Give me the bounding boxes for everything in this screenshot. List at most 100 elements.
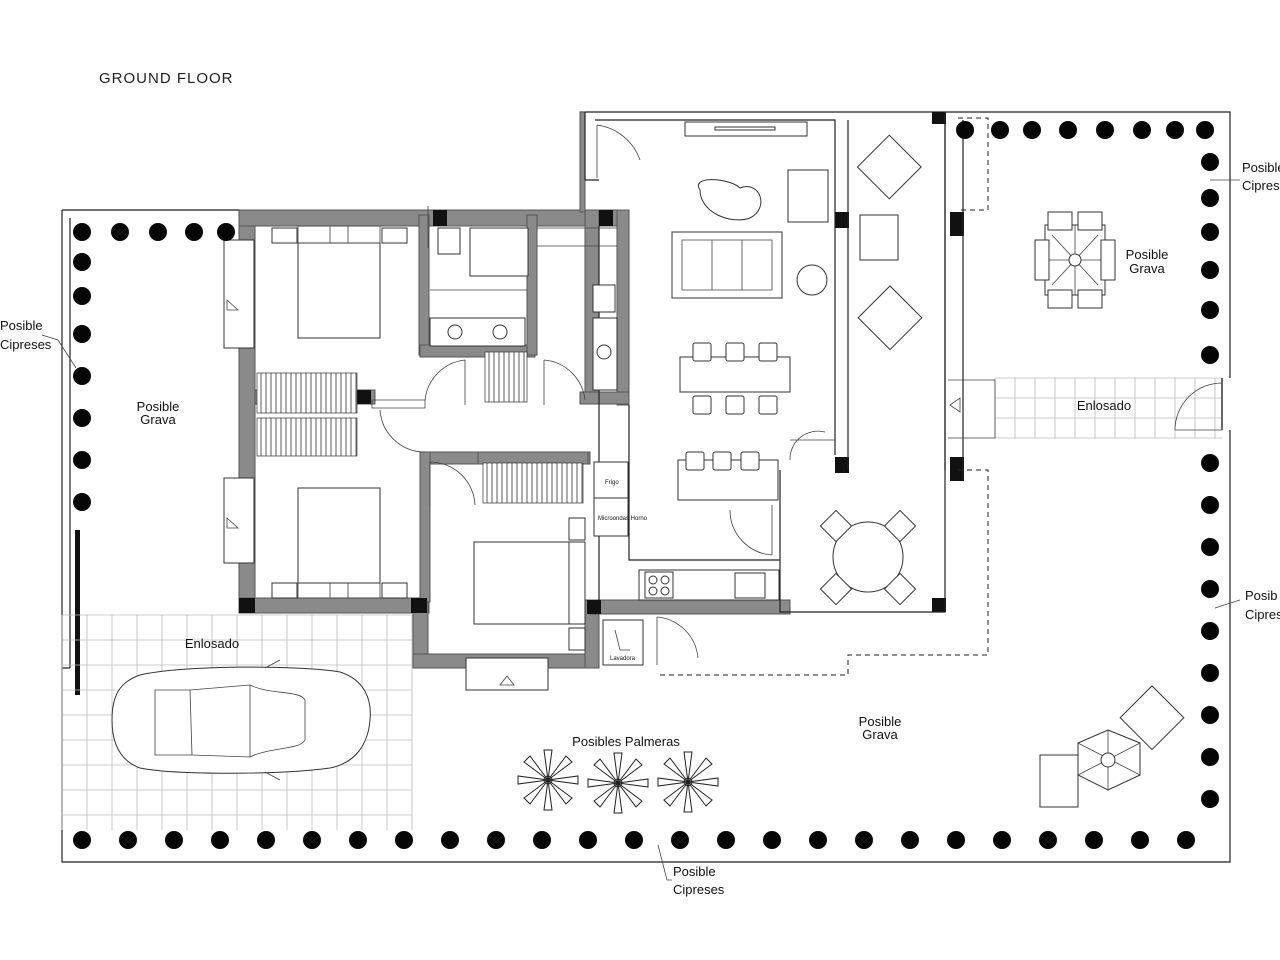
doors — [371, 124, 1223, 665]
cypress-icon — [1059, 121, 1077, 139]
gravel-label-bottom: Posible — [859, 714, 902, 729]
cypress-icon — [1201, 580, 1219, 598]
cypress-icon — [956, 121, 974, 139]
cypress-icon — [1201, 622, 1219, 640]
cypress-icon — [73, 223, 91, 241]
cypress-icon — [1201, 538, 1219, 556]
living-room — [671, 169, 829, 415]
cypress-icon — [119, 831, 137, 849]
cypress-icon — [671, 831, 689, 849]
cypress-icon — [73, 493, 91, 511]
cypress-label-bottom-2: Cipreses — [673, 882, 725, 897]
leader-lines — [41, 179, 1241, 881]
cypress-icon — [991, 121, 1009, 139]
gravel-label-left-2: Grava — [140, 412, 176, 427]
cypress-icon — [73, 409, 91, 427]
bathroom-1 — [429, 227, 529, 347]
cypress-icon — [73, 287, 91, 305]
bedroom-3-bed — [473, 517, 586, 651]
cypress-icon — [1201, 454, 1219, 472]
structural-columns — [239, 112, 964, 614]
cypress-icon — [1166, 121, 1184, 139]
gravel-label-left: Posible — [137, 399, 180, 414]
cypress-icon — [1201, 790, 1219, 808]
cypress-icon — [73, 325, 91, 343]
annotations: Posible Cipreses Posible Cipres Posib Ci… — [0, 160, 1280, 897]
cypress-label-right-2: Cipres — [1245, 607, 1280, 622]
cypress-icon — [1085, 831, 1103, 849]
cypress-icon — [165, 831, 183, 849]
cypress-icon — [1096, 121, 1114, 139]
cypress-icon — [1201, 301, 1219, 319]
cypress-icon — [1023, 121, 1041, 139]
cypress-icon — [901, 831, 919, 849]
cypress-label-right: Posib — [1245, 588, 1278, 603]
paving-label-right: Enlosado — [1077, 398, 1131, 413]
cypress-icon — [1201, 496, 1219, 514]
plan-title: GROUND FLOOR — [99, 70, 234, 87]
fridge-label: Frigo — [605, 480, 619, 486]
paving-label-left: Enlosado — [185, 636, 239, 651]
cypress-icon — [73, 451, 91, 469]
cypress-icon — [1201, 189, 1219, 207]
cypress-icon — [1201, 261, 1219, 279]
cypress-icon — [1039, 831, 1057, 849]
cypress-icon — [257, 831, 275, 849]
laundry-room — [602, 619, 644, 666]
cypress-label-bottom: Posible — [673, 864, 716, 879]
bedroom-2-bed — [271, 487, 408, 599]
cypress-icon — [1131, 831, 1149, 849]
cypress-icon — [947, 831, 965, 849]
cypress-icon — [441, 831, 459, 849]
bathroom-2 — [537, 227, 618, 391]
cypress-icon — [1201, 706, 1219, 724]
kitchen — [593, 451, 780, 601]
cypress-icon — [533, 831, 551, 849]
cypress-icon — [73, 367, 91, 385]
windows — [223, 239, 996, 691]
patio-umbrellas-bottom-right — [1039, 685, 1185, 808]
cypress-trees — [73, 121, 1219, 849]
patio-table-top-right — [1034, 211, 1116, 309]
cypress-icon — [395, 831, 413, 849]
cypress-icon — [1177, 831, 1195, 849]
cypress-icon — [73, 831, 91, 849]
cypress-icon — [855, 831, 873, 849]
fireplace — [684, 121, 808, 137]
laundry-label: Lavadora — [610, 656, 636, 662]
cypress-icon — [1201, 153, 1219, 171]
cypress-icon — [993, 831, 1011, 849]
gravel-label-bottom-2: Grava — [862, 727, 898, 742]
cypress-icon — [487, 831, 505, 849]
cypress-icon — [1201, 664, 1219, 682]
bedroom-1-bed — [271, 225, 408, 339]
cypress-icon — [1133, 121, 1151, 139]
cypress-icon — [211, 831, 229, 849]
cypress-icon — [809, 831, 827, 849]
cypress-icon — [717, 831, 735, 849]
gravel-label-top-right: Posible — [1126, 247, 1169, 262]
palm-trees — [517, 749, 719, 814]
porch-furniture — [819, 134, 923, 606]
cypress-label-left: Posible — [0, 318, 43, 333]
wardrobes — [256, 351, 584, 504]
cypress-icon — [763, 831, 781, 849]
cypress-icon — [625, 831, 643, 849]
cypress-icon — [349, 831, 367, 849]
microwave-label: Microondas Horno — [598, 516, 648, 522]
cypress-icon — [579, 831, 597, 849]
cypress-icon — [1201, 748, 1219, 766]
cypress-icon — [217, 223, 235, 241]
cypress-icon — [111, 223, 129, 241]
cypress-icon — [185, 223, 203, 241]
cypress-icon — [149, 223, 167, 241]
gravel-label-top-right-2: Grava — [1129, 261, 1165, 276]
cypress-icon — [1201, 223, 1219, 241]
cypress-icon — [1201, 346, 1219, 364]
palms-label: Posibles Palmeras — [572, 734, 680, 749]
cypress-label-top-right: Posible — [1242, 160, 1280, 175]
cypress-icon — [1196, 121, 1214, 139]
cypress-label-top-right-2: Cipres — [1242, 178, 1280, 193]
cypress-label-left-2: Cipreses — [0, 337, 52, 352]
